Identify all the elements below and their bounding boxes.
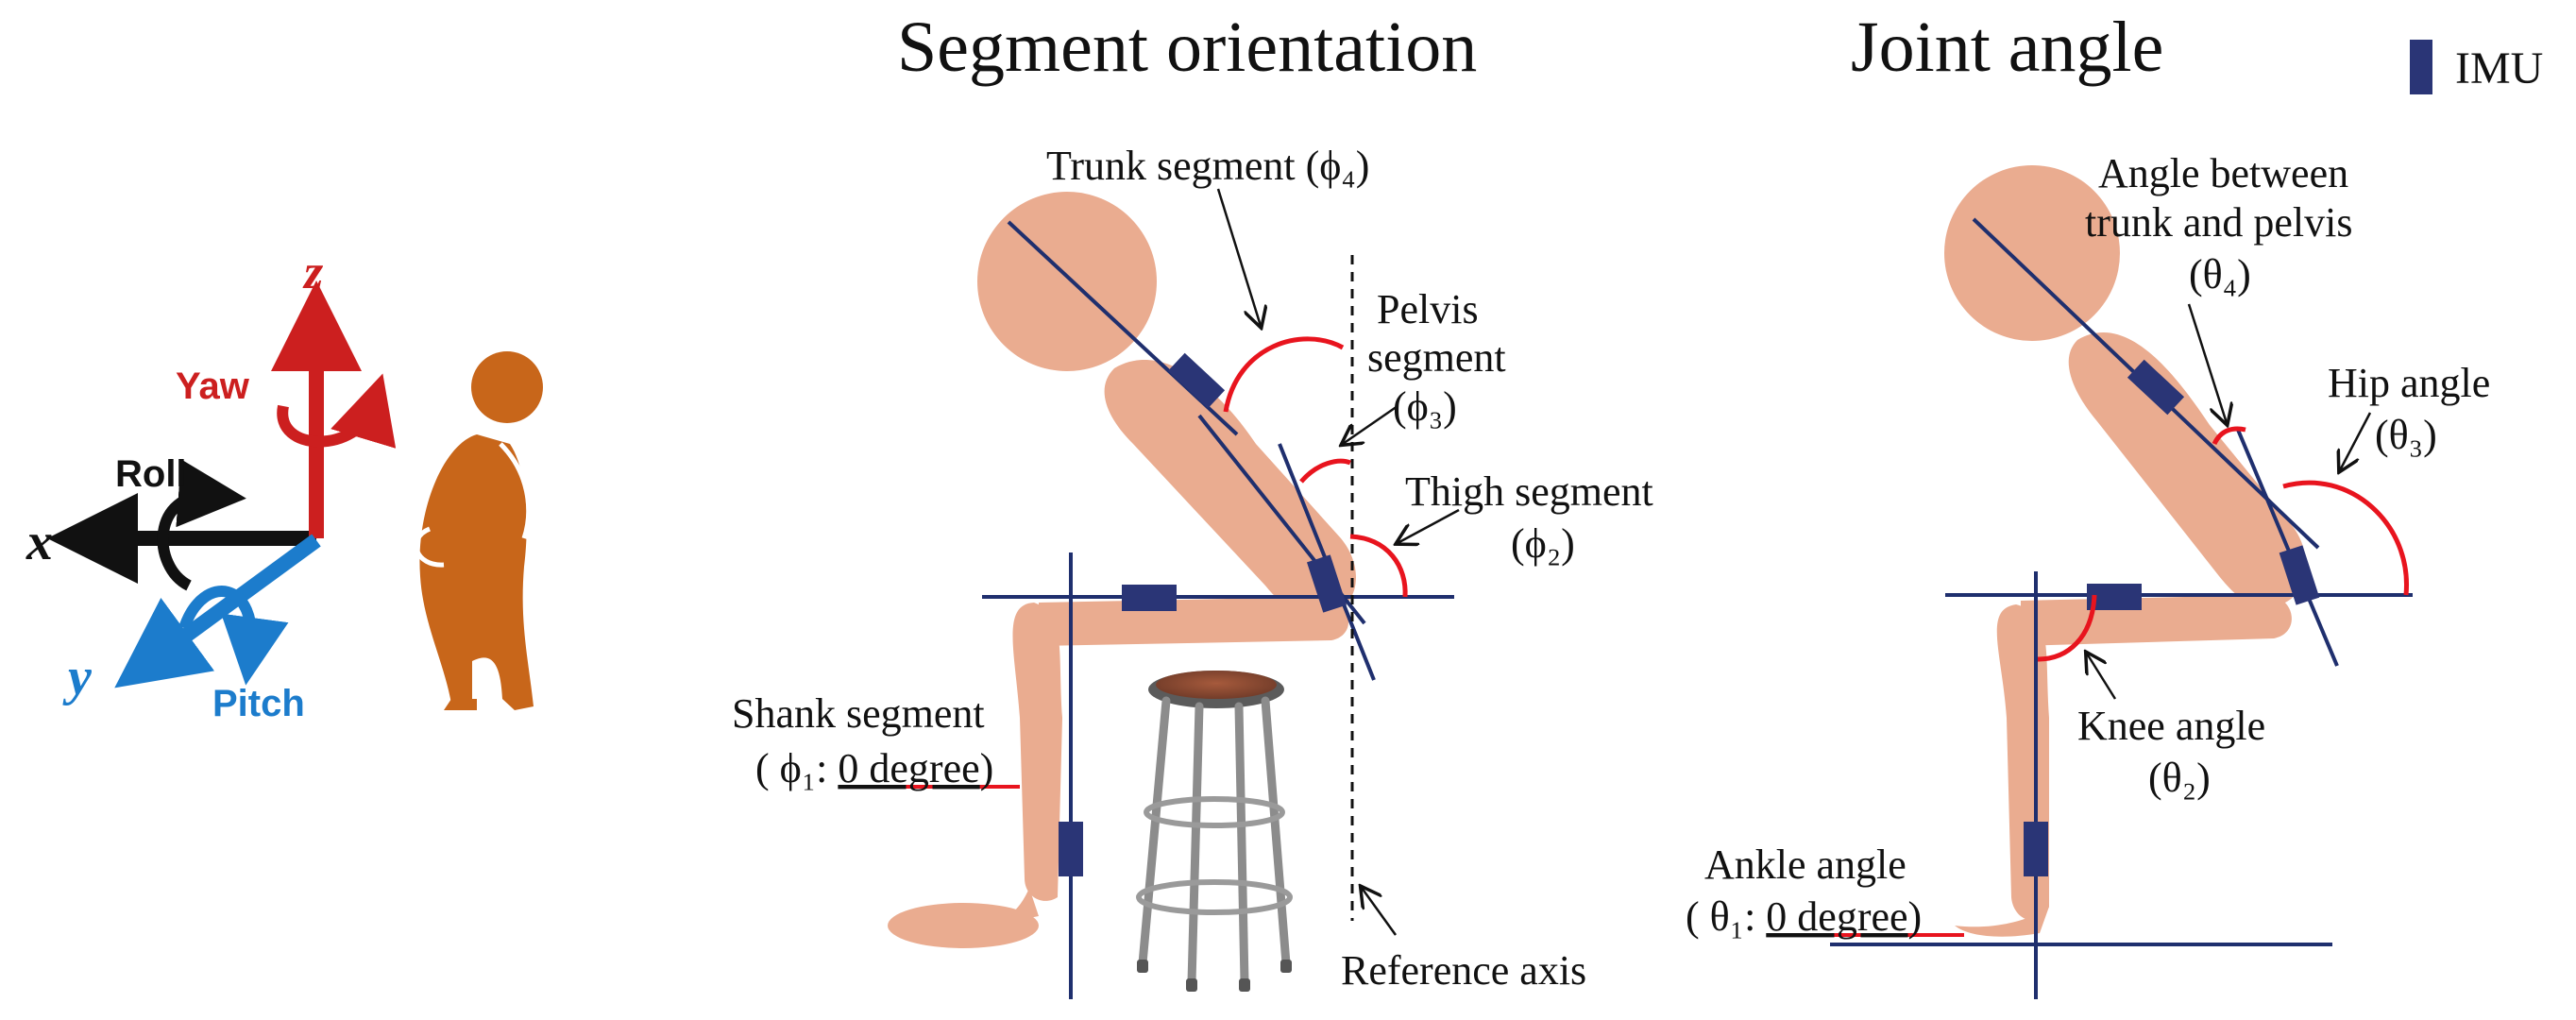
imu-pelvis-right [2279,545,2320,605]
ankle-angle-label-line1: Ankle angle [1704,842,1907,888]
yaw-label: Yaw [176,366,250,407]
shank-segment-label-line1: Shank segment [732,690,985,737]
pelvis-segment-label-line3: (ϕ₃) [1393,383,1457,430]
trunk-pelvis-label-line1: Angle between [2098,150,2348,196]
roll-rotation-arrow [157,459,246,591]
hip-angle-label-line1: Hip angle [2328,360,2490,406]
imu-shank [1059,822,1083,876]
pelvis-line-right [2236,429,2339,667]
pelvis-pointer [1343,404,1398,444]
seated-body-right [1944,165,2306,937]
z-axis-label: z [302,246,324,299]
ankle-angle-label-line2: ( θ₁: 0 degree) [1686,893,1922,940]
imu-pelvis [1306,554,1347,613]
segment-orientation-figure: Trunk segment (ϕ₄) Pelvis segment (ϕ₃) T… [732,143,1653,999]
trunk-pelvis-pointer [2187,303,2227,423]
pitch-rotation-arrow [178,586,289,686]
thigh-angle-arc [1349,534,1408,598]
hip-angle-arc [2282,480,2409,596]
imu-trunk-right [2127,359,2185,416]
knee-angle-label-line2: (θ₂) [2148,755,2211,801]
trunk-pelvis-label-line2: trunk and pelvis [2085,199,2353,246]
shank-segment-label-line2: ( ϕ₁: 0 degree) [755,745,993,791]
hip-angle-label-line2: (θ₃) [2375,412,2437,458]
knee-angle-label-line1: Knee angle [2077,703,2265,749]
pelvis-angle-arc [1299,458,1351,484]
knee-angle-arc [2037,594,2097,662]
x-axis-label: x [25,513,53,571]
trunk-pointer [1216,188,1261,326]
segment-orientation-title: Segment orientation [897,8,1477,87]
y-axis-label: y [62,648,93,706]
trunk-pelvis-angle-arc [2212,426,2246,446]
reference-pointer [1362,888,1398,936]
pitch-label: Pitch [212,683,305,724]
trunk-segment-label: Trunk segment (ϕ₄) [1046,143,1369,189]
person-icon [414,351,543,710]
thigh-segment-label-line1: Thigh segment [1405,468,1653,515]
knee-pointer [2087,654,2117,700]
yaw-rotation-arrow [277,373,397,449]
roll-label: Roll [115,453,187,495]
imu-shank-right [2024,822,2048,876]
pelvis-segment-label-line1: Pelvis [1377,286,1479,332]
joint-angle-figure: Angle between trunk and pelvis (θ₄) Hip … [1686,150,2490,999]
thigh-pointer [1398,508,1460,543]
imu-legend-label: IMU [2455,43,2543,94]
hip-pointer [2340,412,2372,470]
stool [1136,671,1293,992]
joint-angle-title: Joint angle [1851,8,2163,87]
reference-axis-label: Reference axis [1341,947,1586,994]
seated-body-left [888,192,1357,948]
pelvis-segment-label-line2: segment [1367,334,1506,381]
coordinate-axes: z x y Yaw Roll Pitch [25,246,397,724]
trunk-angle-arc [1223,336,1345,413]
imu-legend-swatch [2410,40,2432,94]
thigh-segment-label-line2: (ϕ₂) [1511,520,1575,567]
trunk-pelvis-label-line3: (θ₄) [2189,251,2251,298]
imu-trunk [1167,352,1226,409]
imu-legend: IMU [2410,40,2543,94]
imu-thigh [1122,585,1177,611]
